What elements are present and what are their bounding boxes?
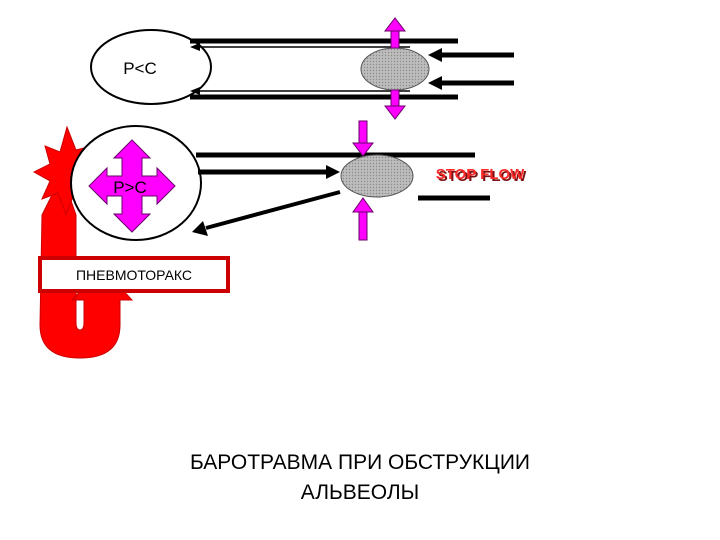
pneumothorax-curved-arrow xyxy=(39,173,134,359)
upper-flow-arrowhead-1 xyxy=(428,48,442,62)
lower-pressure-arrowhead-down xyxy=(351,142,375,157)
lower-pressure-arrowhead-up xyxy=(352,197,374,213)
stop-flow-label-shadow: STOP FLOW xyxy=(438,168,527,185)
lower-airway-group: P>C xyxy=(70,120,490,241)
lower-return-arrowhead xyxy=(192,221,208,236)
pneumothorax-box: ПНЕВМОТОРАКС xyxy=(38,256,230,293)
lower-alveolus-label: P>C xyxy=(113,178,147,197)
upper-pressure-arrow-up xyxy=(390,29,400,49)
upper-alveolus-label: P<C xyxy=(123,59,157,78)
lower-pressure-arrow-down xyxy=(358,120,368,145)
lower-obstruction xyxy=(340,154,414,198)
lower-pressure-arrow-up xyxy=(358,210,368,241)
caption-line-2: АЛЬВЕОЛЫ xyxy=(300,481,420,504)
lower-return-arrow xyxy=(205,190,341,230)
upper-pressure-arrowhead-up xyxy=(383,17,407,32)
upper-flow-arrowhead-2 xyxy=(428,76,442,90)
upper-inner-arrowhead-top xyxy=(190,43,200,51)
lower-inflow-arrowhead xyxy=(326,165,340,179)
upper-alveolus xyxy=(90,29,212,105)
upper-airway-group: P<C xyxy=(90,17,514,120)
upper-pressure-arrowhead-down xyxy=(383,105,407,120)
upper-pressure-arrow-down xyxy=(390,89,400,108)
distension-four-way-arrow xyxy=(88,139,176,233)
upper-obstruction xyxy=(360,47,430,91)
diagram-caption: БАРОТРАВМА ПРИ ОБСТРУКЦИИ АЛЬВЕОЛЫ xyxy=(120,448,600,508)
stop-flow-label: STOP FLOW xyxy=(436,166,525,183)
upper-inner-arrowhead-bottom xyxy=(190,87,200,95)
caption-line-1: БАРОТРАВМА ПРИ ОБСТРУКЦИИ xyxy=(189,451,531,474)
pneumothorax-label: ПНЕВМОТОРАКС xyxy=(76,267,192,283)
